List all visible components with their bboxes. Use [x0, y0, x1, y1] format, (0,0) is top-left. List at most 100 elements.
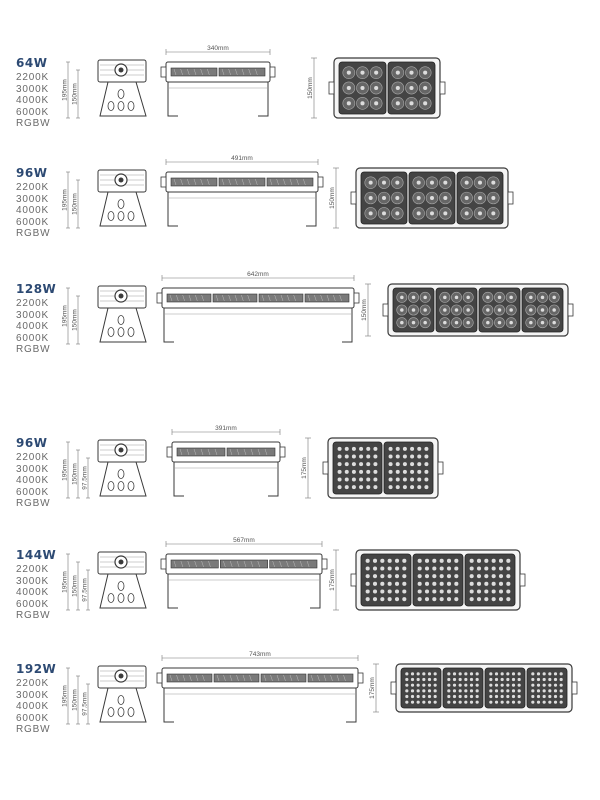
led-chip — [464, 211, 469, 216]
led-chip — [446, 558, 452, 563]
led-chip — [500, 694, 504, 699]
led-chip — [454, 597, 459, 602]
bracket-hole — [117, 101, 125, 111]
height-label: 195mm — [62, 79, 69, 101]
module-hatch — [283, 178, 286, 186]
module-hatch — [243, 560, 247, 568]
led-chip — [458, 683, 462, 687]
module-hatch — [330, 674, 333, 682]
led-panel-drawing: 150mm — [361, 283, 574, 337]
end-cap-left — [156, 672, 163, 684]
led-chip — [411, 308, 416, 312]
led-chip — [424, 574, 430, 579]
module-hatch — [201, 560, 204, 568]
module-hatch — [187, 178, 190, 186]
module-hatch — [317, 674, 320, 682]
led-chip — [344, 462, 349, 467]
led-panel-drawing: 175mm — [329, 549, 526, 611]
temp-item: RGBW — [16, 118, 51, 129]
led-chip — [548, 683, 552, 687]
module-hatch — [193, 448, 197, 456]
led-chip — [489, 672, 493, 676]
led-chip — [368, 196, 373, 200]
led-chip — [548, 694, 552, 699]
bracket-hole — [117, 695, 125, 705]
wattage-label: 144W — [16, 548, 57, 562]
bracket-hole — [107, 101, 115, 111]
length-label: 340mm — [207, 45, 229, 52]
led-chip — [529, 308, 533, 312]
led-chip — [410, 485, 415, 490]
led-chip — [382, 211, 386, 216]
led-chip — [506, 574, 511, 579]
module-hatch — [336, 674, 340, 682]
module-strip — [258, 293, 304, 303]
module-hatch — [333, 294, 336, 302]
side-profile-drawing — [97, 665, 147, 723]
led-chip — [360, 70, 365, 75]
module-hatch — [188, 294, 192, 302]
module-hatch — [310, 674, 314, 682]
led-chip — [458, 689, 462, 693]
led-chip — [542, 683, 546, 687]
led-chip — [476, 566, 482, 571]
module-hatch — [306, 560, 310, 568]
module-hatch — [241, 294, 244, 302]
led-chip — [506, 694, 510, 699]
panel-cap-left — [382, 303, 389, 317]
led-chip — [531, 700, 535, 704]
module-hatch — [187, 560, 191, 568]
led-chip — [500, 683, 504, 687]
wattage-label: 192W — [16, 662, 57, 676]
led-chip — [424, 469, 429, 474]
module-strip — [213, 673, 260, 683]
led-chip — [500, 700, 504, 704]
led-chip — [388, 462, 393, 467]
led-chip — [486, 320, 490, 325]
bracket-leg-right — [346, 688, 357, 723]
end-cap-left — [160, 176, 167, 188]
module-hatch — [263, 674, 267, 682]
led-chip — [417, 469, 422, 474]
led-chip — [416, 689, 420, 693]
led-chip — [454, 320, 459, 325]
led-chip — [380, 597, 385, 602]
led-chip — [373, 469, 378, 474]
led-chip — [452, 694, 457, 699]
end-cap-right — [321, 558, 328, 570]
module-hatch — [287, 294, 290, 302]
led-chip — [373, 446, 378, 451]
pivot-center — [118, 177, 124, 183]
led-chip — [432, 574, 437, 579]
length-label: 642mm — [247, 271, 269, 278]
temp-item: 4000K — [16, 321, 49, 332]
led-chip — [458, 672, 462, 676]
led-chip — [374, 101, 379, 106]
bracket-hole — [117, 707, 125, 717]
module-hatch — [193, 178, 197, 186]
led-chip — [491, 574, 496, 579]
led-chip — [374, 85, 379, 91]
module-strip — [166, 293, 212, 303]
bracket-outline — [99, 573, 147, 609]
led-chip — [476, 597, 482, 602]
led-chip — [337, 446, 342, 451]
led-chip — [427, 683, 432, 687]
led-chip — [372, 589, 378, 594]
led-chip — [469, 700, 474, 704]
led-chip — [430, 211, 434, 216]
panel-cap-left — [390, 681, 397, 695]
led-chip — [498, 558, 504, 563]
pivot-center — [118, 67, 124, 73]
led-chip — [432, 566, 437, 571]
bracket-outline — [99, 307, 147, 343]
bracket-hole — [117, 89, 125, 99]
led-chip — [405, 694, 409, 699]
led-chip — [368, 180, 373, 185]
led-panel-drawing: 150mm — [329, 167, 514, 229]
pivot-center — [118, 293, 124, 299]
module-hatch — [221, 178, 225, 186]
